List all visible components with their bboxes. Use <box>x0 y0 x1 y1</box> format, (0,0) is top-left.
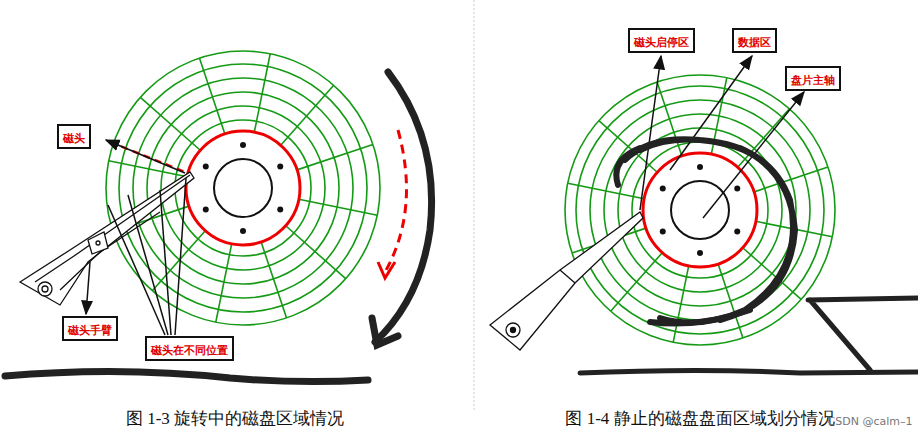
figure-caption: 图 1-3 旋转中的磁盘区域情况 <box>126 407 344 430</box>
leader-lines <box>86 56 804 335</box>
label-box: 磁头 <box>57 124 91 149</box>
label-text: 盘片主轴 <box>791 74 835 87</box>
label-box: 盘片主轴 <box>785 66 841 91</box>
label-text: 磁头手臂 <box>68 324 112 337</box>
figure-caption: 图 1-4 静止的磁盘盘面区域划分情况 <box>565 407 834 430</box>
label-text: 数据区 <box>738 36 771 49</box>
label-text: 磁头启停区 <box>634 36 689 49</box>
head-arm <box>490 212 643 350</box>
label-box: 数据区 <box>732 28 777 53</box>
rotation-arrowhead <box>378 262 395 278</box>
label-box: 磁头启停区 <box>628 28 695 53</box>
watermark: CSDN @calm–1 <box>828 415 913 428</box>
label-text: 磁头 <box>63 132 85 145</box>
label-box: 磁头手臂 <box>62 316 118 341</box>
divider <box>474 0 475 410</box>
label-text: 磁头在不同位置 <box>151 344 228 357</box>
scribbles <box>5 72 918 382</box>
rotation-arrow <box>385 130 406 272</box>
disk-platters <box>106 51 835 345</box>
label-box: 磁头在不同位置 <box>145 336 234 361</box>
